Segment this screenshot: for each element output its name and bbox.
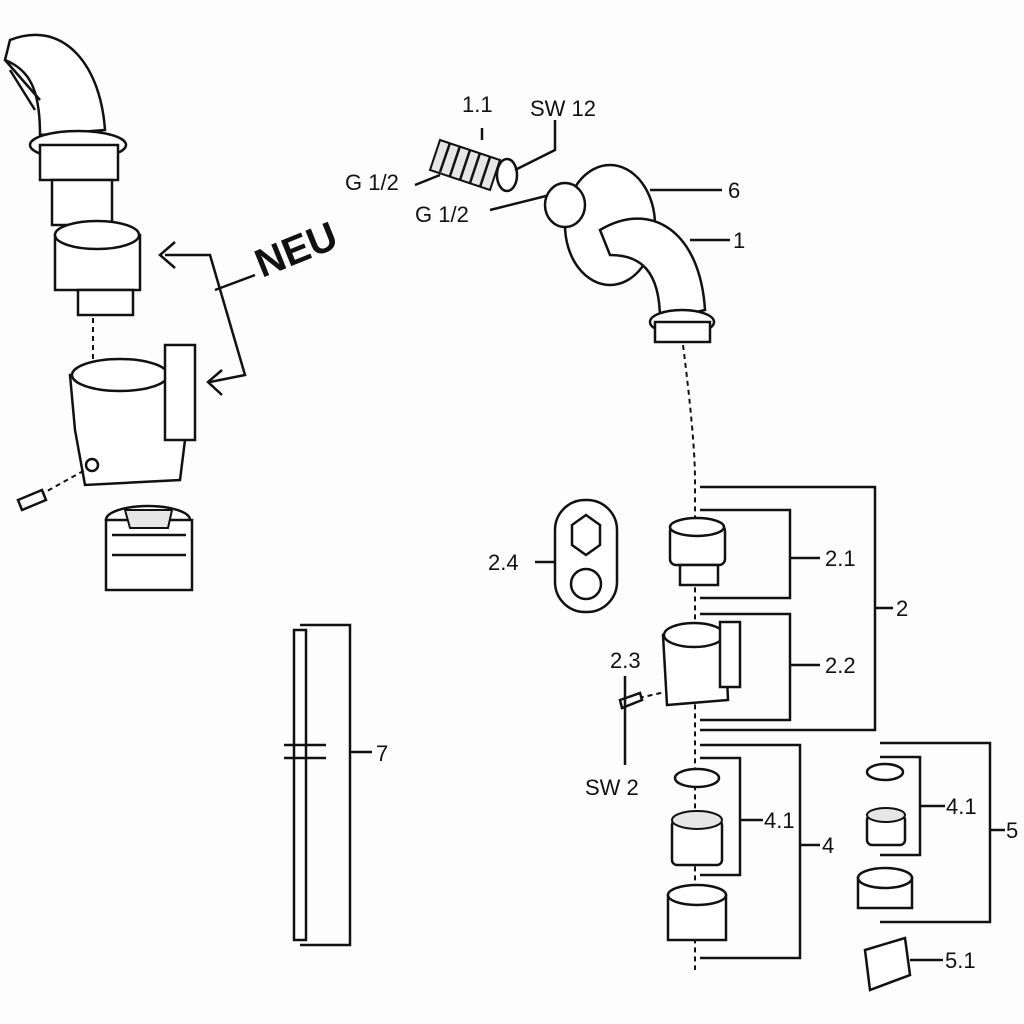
label-sw-2: SW 2 bbox=[585, 775, 639, 800]
label-2-2: 2.2 bbox=[825, 653, 856, 678]
new-indicator-arrows bbox=[158, 241, 256, 396]
part-5-aerator-set bbox=[856, 741, 1005, 992]
label-7: 7 bbox=[376, 741, 388, 766]
label-g-1-2-nipple: G 1/2 bbox=[345, 170, 399, 195]
part-1-1-nipple bbox=[414, 120, 557, 193]
label-g-1-2-spout: G 1/2 bbox=[415, 202, 469, 227]
part-2-4-wrench bbox=[535, 498, 619, 614]
label-2: 2 bbox=[896, 596, 908, 621]
label-2-3: 2.3 bbox=[610, 648, 641, 673]
label-4-1-left: 4.1 bbox=[764, 808, 795, 833]
label-6: 6 bbox=[728, 178, 740, 203]
old-spout-assembly bbox=[3, 33, 197, 592]
label-4: 4 bbox=[822, 833, 834, 858]
part-1-wall-spout bbox=[489, 163, 730, 970]
label-2-4: 2.4 bbox=[488, 550, 519, 575]
label-5: 5 bbox=[1006, 818, 1018, 843]
part-2-assembly bbox=[618, 485, 893, 765]
part-7-rod bbox=[284, 623, 372, 947]
label-5-1: 5.1 bbox=[945, 948, 976, 973]
label-sw-12: SW 12 bbox=[530, 96, 596, 121]
part-4-aerator-assembly bbox=[666, 743, 820, 960]
new-label: NEU bbox=[249, 214, 344, 286]
label-1: 1 bbox=[733, 228, 745, 253]
label-4-1-right: 4.1 bbox=[946, 794, 977, 819]
label-1-1: 1.1 bbox=[462, 92, 493, 117]
label-2-1: 2.1 bbox=[825, 546, 856, 571]
